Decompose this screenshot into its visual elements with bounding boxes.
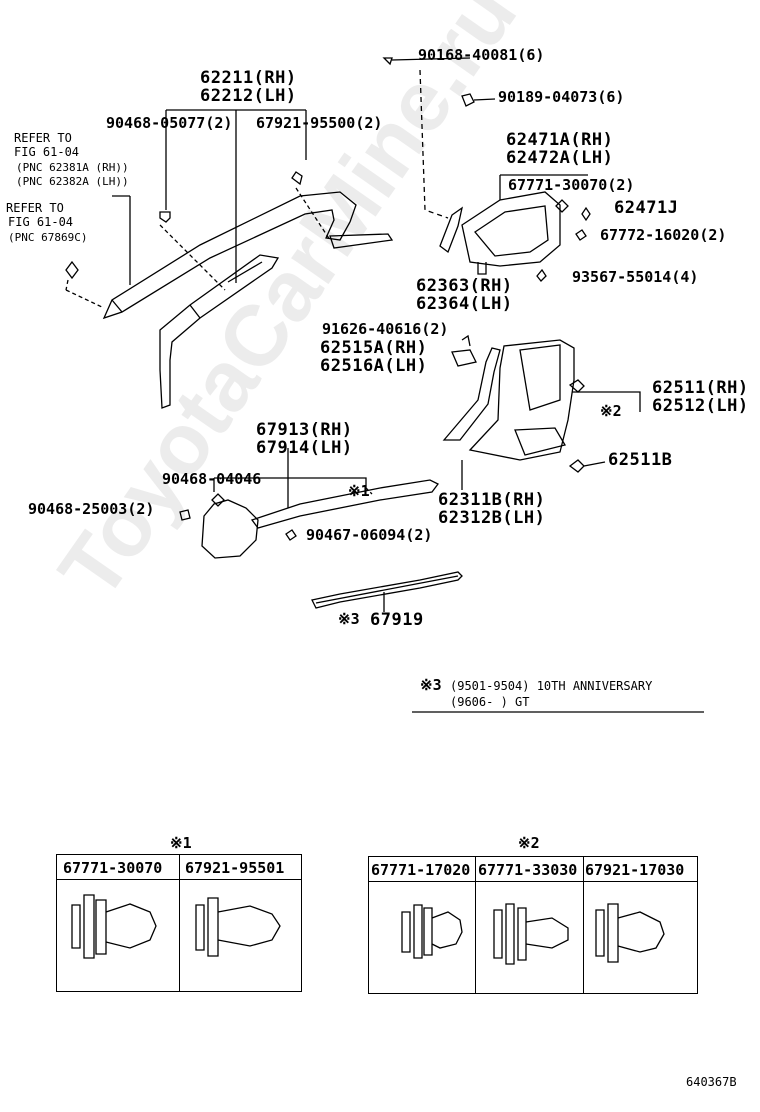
refer-note-2-line2: FIG 61-04 (8, 215, 74, 229)
part-62211[interactable]: 62211(RH) (200, 68, 297, 88)
part-93567-55014[interactable]: 93567-55014(4) (572, 268, 699, 286)
part-90168-40081[interactable]: 90168-40081(6) (418, 46, 545, 64)
scuff-plate-drawing (179, 448, 439, 559)
clip-table-2-mark: ※2 (518, 834, 540, 852)
mark-3-callout: ※3 (338, 610, 360, 628)
part-67919[interactable]: 67919 (370, 610, 424, 630)
footnote-mark: ※3 (420, 676, 442, 694)
clip-table-1-header-rule (57, 879, 301, 880)
refer-note-1-line3: (PNC 62381A (RH)) (16, 161, 129, 174)
part-67771-30070[interactable]: 67771-30070(2) (508, 176, 635, 194)
clip-drawings-table2 (401, 903, 665, 965)
part-67914[interactable]: 67914(LH) (256, 438, 353, 458)
leader-lines-upper-left (65, 109, 331, 309)
clip-table-1-mark: ※1 (170, 834, 192, 852)
clip-table-1: 67771-30070 67921-95501 (56, 854, 302, 992)
part-62511[interactable]: 62511(RH) (652, 378, 749, 398)
part-62515A[interactable]: 62515A(RH) (320, 338, 428, 358)
refer-note-1-line4: (PNC 62382A (LH)) (16, 175, 129, 188)
clip-table-1-header-1[interactable]: 67771-30070 (63, 859, 163, 877)
part-62472A[interactable]: 62472A(LH) (506, 148, 614, 168)
part-67772-16020[interactable]: 67772-16020(2) (600, 226, 727, 244)
refer-note-2-line3: (PNC 67869C) (8, 231, 88, 244)
part-62471J[interactable]: 62471J (614, 198, 679, 218)
part-91626-40616[interactable]: 91626-40616(2) (322, 320, 449, 338)
part-62312B[interactable]: 62312B(LH) (438, 508, 546, 528)
center-pillar-drawing (442, 334, 641, 490)
quarter-trim-upper-drawing (382, 57, 591, 282)
part-62363[interactable]: 62363(RH) (416, 276, 513, 296)
clip-table-2-header-1[interactable]: 67771-17020 (371, 861, 471, 879)
clip-table-2-divider-1 (475, 857, 476, 993)
clip-table-1-divider (179, 855, 180, 991)
part-67921-95500[interactable]: 67921-95500(2) (256, 114, 383, 132)
part-90468-04046[interactable]: 90468-04046 (162, 470, 262, 488)
part-62516A[interactable]: 62516A(LH) (320, 356, 428, 376)
diagram-code: 640367B (686, 1075, 737, 1089)
part-90468-25003[interactable]: 90468-25003(2) (28, 500, 155, 518)
part-62512[interactable]: 62512(LH) (652, 396, 749, 416)
footnote-line2: (9606- ) GT (450, 695, 530, 709)
part-62471A[interactable]: 62471A(RH) (506, 130, 614, 150)
mark-2-callout: ※2 (600, 402, 622, 420)
refer-note-1-line1: REFER TO (14, 131, 72, 145)
clip-table-2-header-rule (369, 881, 697, 882)
part-62311B[interactable]: 62311B(RH) (438, 490, 546, 510)
refer-note-1-line2: FIG 61-04 (14, 145, 80, 159)
part-62511B[interactable]: 62511B (608, 450, 673, 470)
a-pillar-garnish-drawing (102, 191, 394, 409)
part-67913[interactable]: 67913(RH) (256, 420, 353, 440)
molding-67919-drawing (311, 571, 463, 612)
clip-table-1-header-2[interactable]: 67921-95501 (185, 859, 285, 877)
clip-table-2-header-3[interactable]: 67921-17030 (585, 861, 685, 879)
clip-table-2: 67771-17020 67771-33030 67921-17030 (368, 856, 698, 994)
footnote-line1: (9501-9504) 10TH ANNIVERSARY (450, 679, 653, 693)
mark-1-callout: ※1 (348, 482, 370, 500)
clip-drawings-table1 (71, 894, 281, 959)
refer-note-2-line1: REFER TO (6, 201, 64, 215)
part-90189-04073[interactable]: 90189-04073(6) (498, 88, 625, 106)
part-90467-06094[interactable]: 90467-06094(2) (306, 526, 433, 544)
part-62364[interactable]: 62364(LH) (416, 294, 513, 314)
clip-table-2-divider-2 (583, 857, 584, 993)
part-90468-05077[interactable]: 90468-05077(2) (106, 114, 233, 132)
part-62212[interactable]: 62212(LH) (200, 86, 297, 106)
clip-table-2-header-2[interactable]: 67771-33030 (478, 861, 578, 879)
